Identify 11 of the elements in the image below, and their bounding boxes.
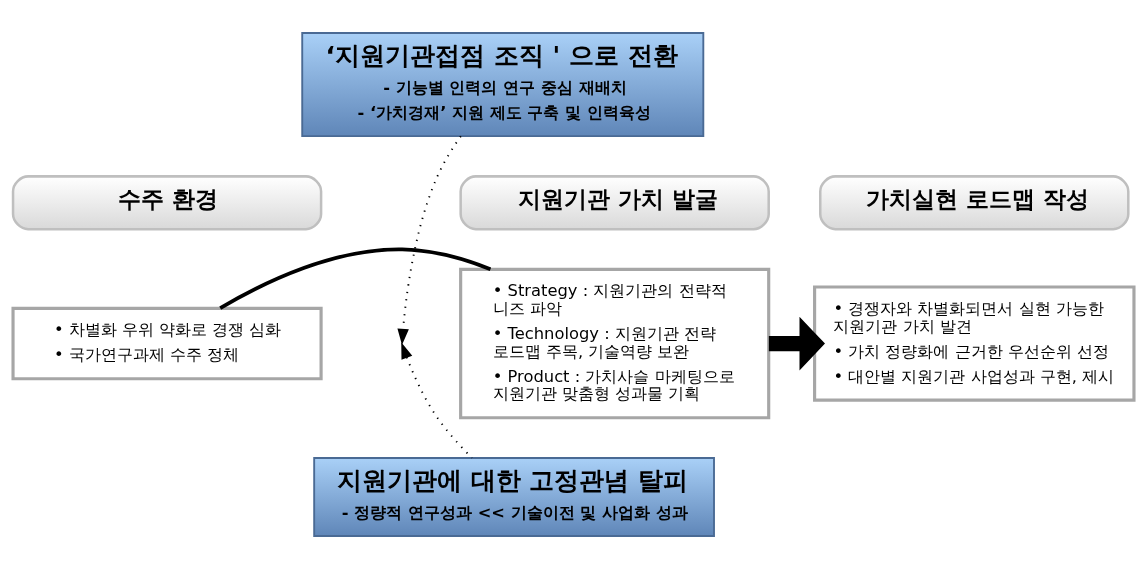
node-box: • 차별화 우위 약화로 경쟁 심화 • 국가연구과제 수주 정체 <box>11 306 323 380</box>
arrow <box>768 316 825 370</box>
arrow <box>397 134 462 345</box>
node-box: 지원기관 가치 발굴 <box>459 174 770 230</box>
node-box: • Strategy : 지원기관의 전략적 니즈 파악 • Technology : 지원기관 전략 로드맵 주목, 기술역량 보완 • Product : 가치사슬 마케팅으로 지원기관 맞춤형 성과물 기획 <box>459 267 771 419</box>
node-box: 가치실현 로드맵 작성 <box>819 174 1130 230</box>
connector <box>219 246 492 310</box>
node-box: 수주 환경 <box>11 174 323 230</box>
node-box: 지원기관에 대한 고정관념 탈피 - 정량적 연구성과 << 기술이전 및 사업화 성과 <box>313 456 715 537</box>
node-box: ‘지원기관접점 조직 ' 으로 전환 - 기능별 인력의 연구 중심 재배치 - ‘가치경재’ 지원 제도 구축 및 인력육성 <box>301 31 705 137</box>
node-box: • 경쟁자와 차별화되면서 실현 가능한 지원기관 가치 발견 • 가치 정량화에 근거한 우선순위 선정 • 대안별 지원기관 사업성과 구현, 제시 <box>813 284 1136 402</box>
